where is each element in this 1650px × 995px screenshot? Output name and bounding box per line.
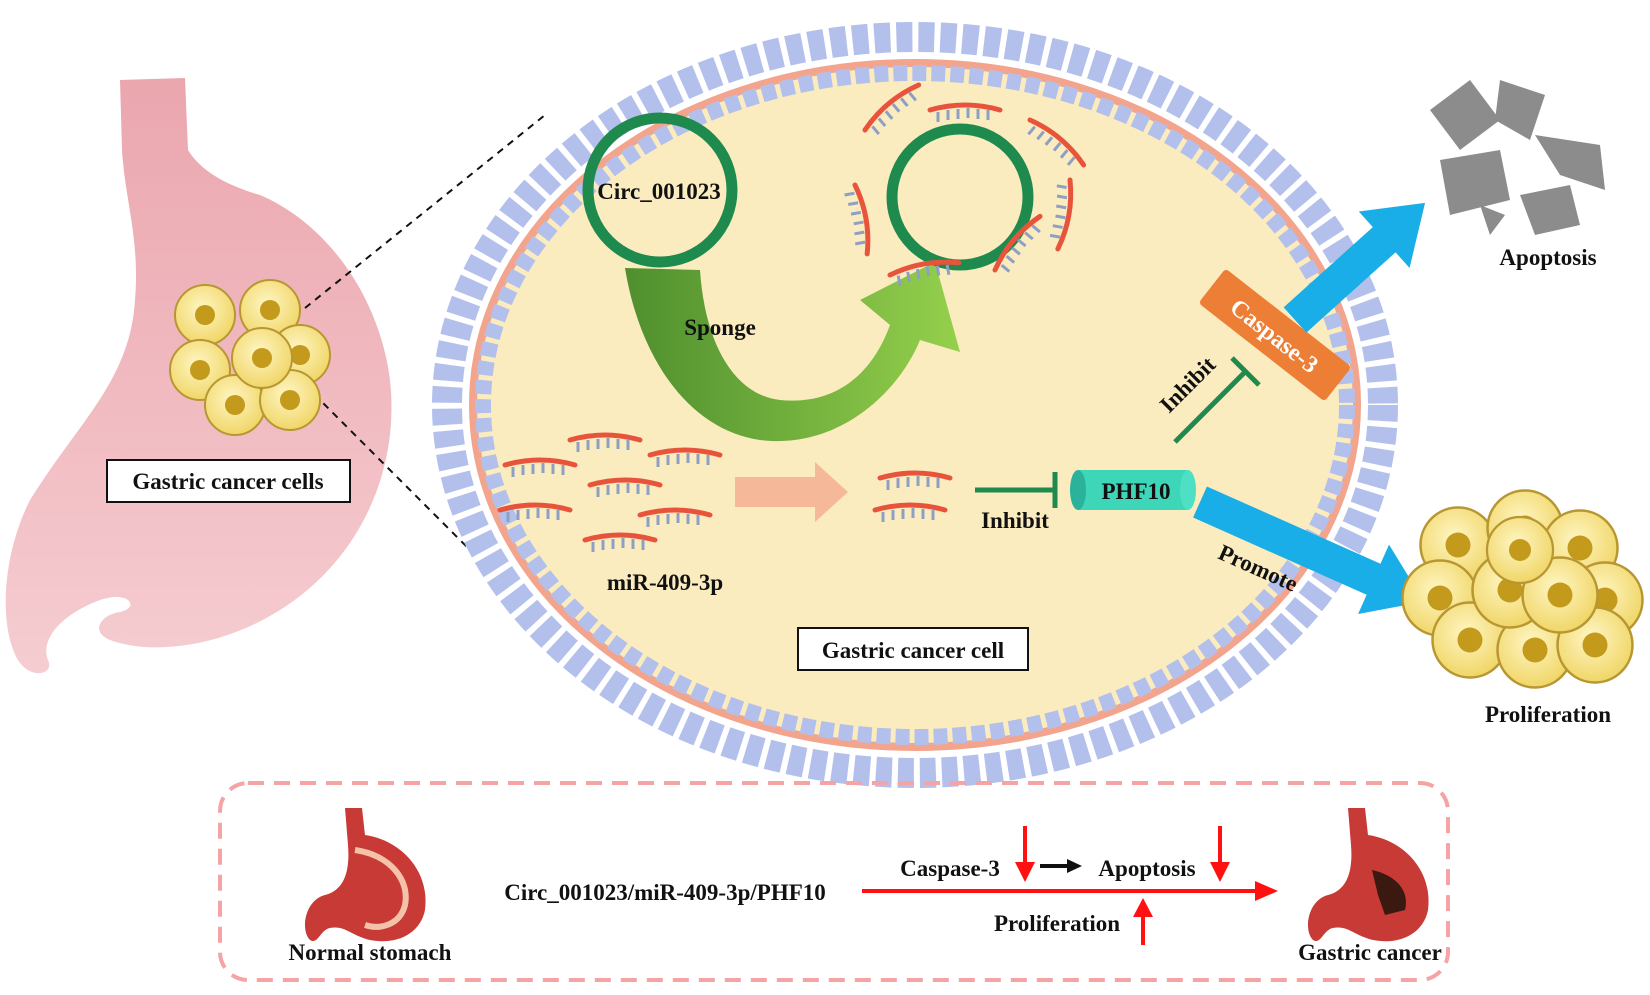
proliferation-label: Proliferation — [1485, 702, 1611, 727]
gastric-cancer-cells-box: Gastric cancer cells — [106, 459, 351, 503]
promote-arrow — [1193, 486, 1424, 614]
apoptosis-label: Apoptosis — [1499, 245, 1596, 270]
proliferation-up-arrow — [1133, 898, 1153, 945]
summary-box — [218, 781, 1450, 982]
gastric-cancer-cell-membrane — [432, 22, 1398, 788]
summary-caspase-label: Caspase-3 — [900, 856, 1000, 881]
circ-rna-ring — [582, 112, 738, 268]
gastric-cancer-cell-label: Gastric cancer cell — [822, 638, 1004, 663]
summary-apoptosis-label: Apoptosis — [1098, 856, 1195, 881]
apoptosis-down-arrow — [1210, 826, 1230, 882]
apoptosis-arrow — [1283, 202, 1426, 333]
circ-label: Circ_001023 — [597, 179, 721, 204]
apoptotic-body-icon — [1430, 80, 1605, 235]
gastric-cancer-cells-label: Gastric cancer cells — [132, 469, 323, 494]
cancer-stomach-icon — [1308, 808, 1429, 942]
phf10-label: PHF10 — [1102, 479, 1171, 504]
caspase-down-arrow — [1015, 826, 1035, 882]
mirna-label: miR-409-3p — [607, 570, 723, 595]
gastric-cancer-label: Gastric cancer — [1298, 940, 1442, 965]
gastric-cancer-cell-box: Gastric cancer cell — [797, 627, 1029, 671]
normal-stomach-icon — [305, 808, 426, 942]
sponge-label: Sponge — [684, 315, 756, 340]
normal-stomach-label: Normal stomach — [289, 940, 452, 965]
phf10-protein — [1070, 470, 1196, 510]
caspase-to-apoptosis-arrow — [1040, 859, 1082, 873]
axis-label: Circ_001023/miR-409-3p/PHF10 — [504, 880, 826, 905]
sponge-arrow — [625, 262, 960, 442]
inhibit-caspase-symbol — [1173, 356, 1261, 444]
inhibit-phf10-symbol — [975, 472, 1058, 508]
circ-rna-sponged — [843, 81, 1087, 287]
cell-cluster-icon — [1401, 489, 1644, 689]
summary-proliferation-label: Proliferation — [994, 911, 1120, 936]
inhibit-phf10-label: Inhibit — [981, 508, 1049, 533]
transfer-arrow — [735, 462, 848, 522]
progression-arrow — [862, 881, 1278, 901]
